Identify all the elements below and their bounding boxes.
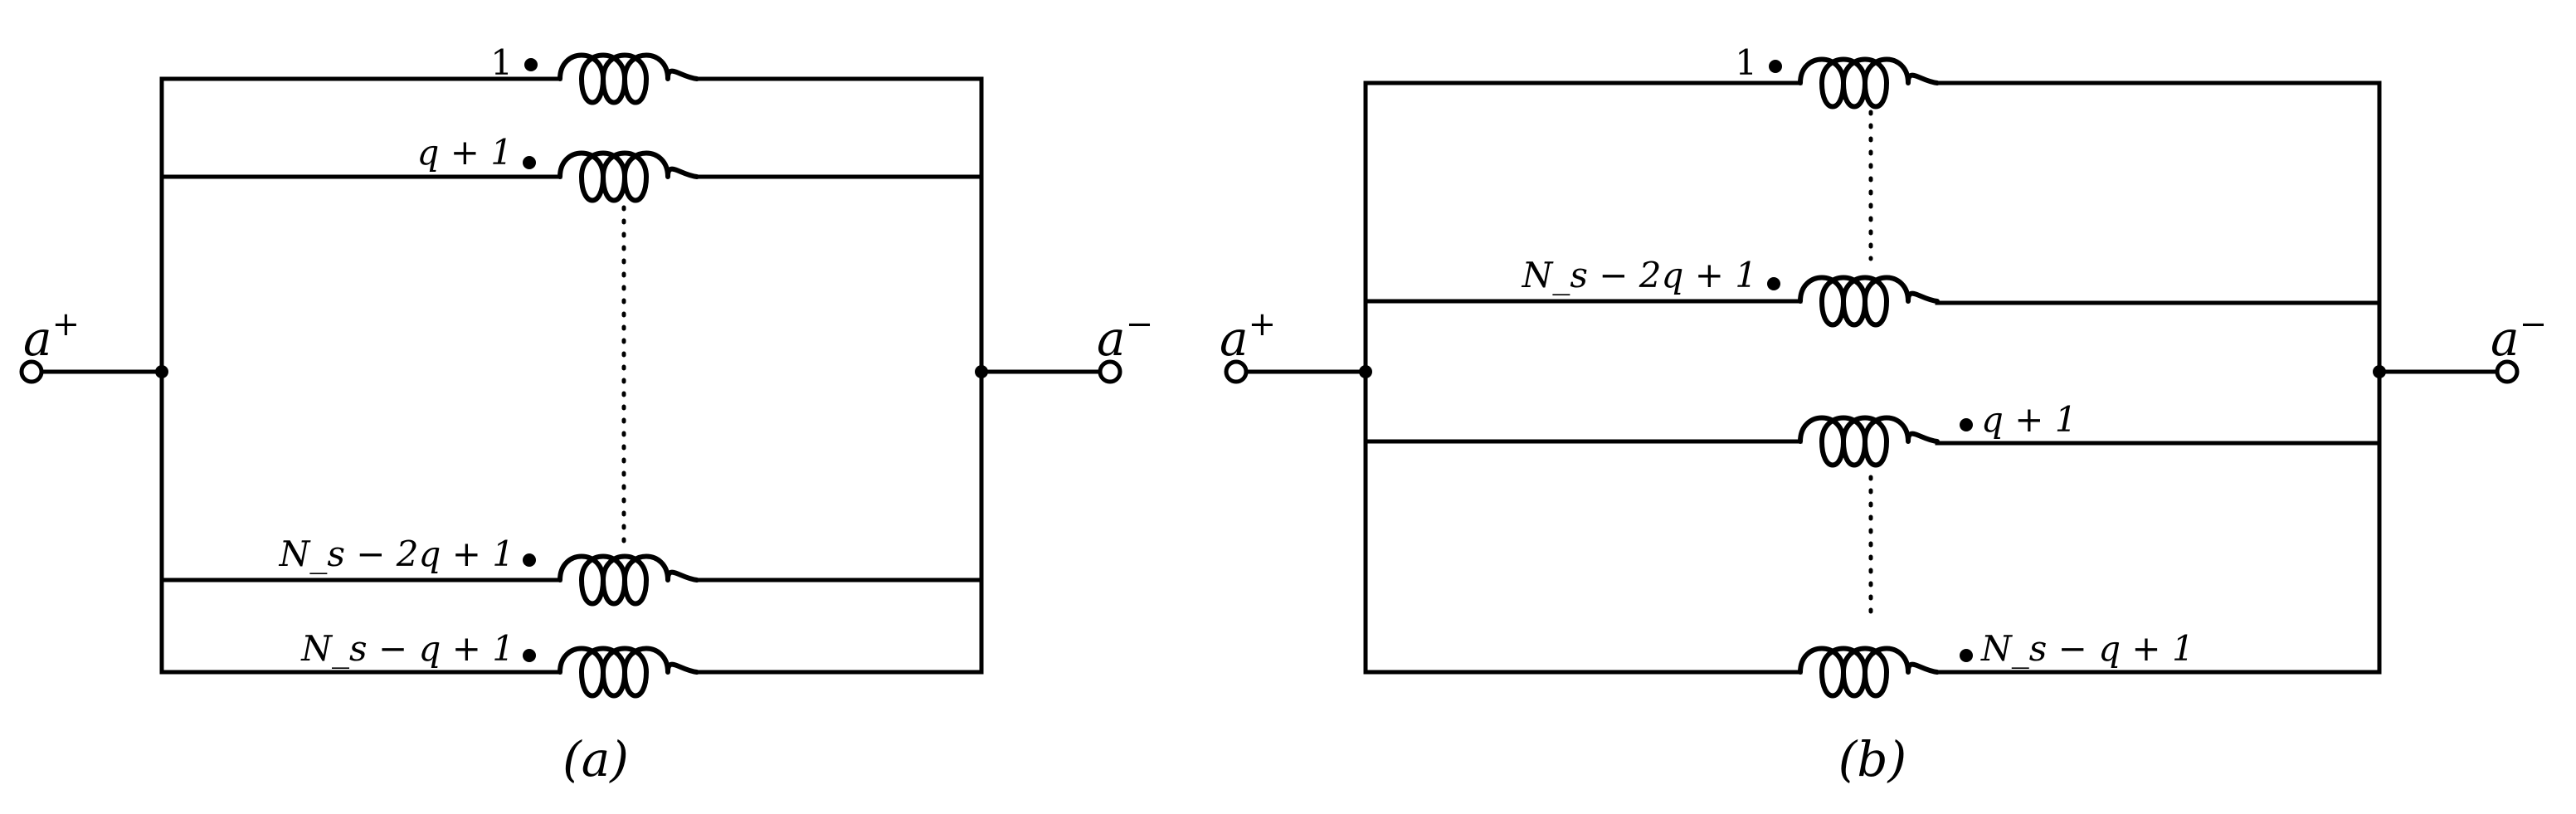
panel-caption: (b) <box>1838 731 1906 787</box>
panel-a: 1 q + 1 N_s − 2q + 1 N_s − q + 1 <box>19 42 1153 787</box>
polarity-dot <box>523 553 536 567</box>
terminal-label-a-plus: a+ <box>23 305 80 367</box>
winding-branch: N_s − 2q + 1 <box>1363 255 2382 328</box>
panel-b: 1 N_s − 2q + 1 q + 1 N_s − q <box>1220 42 2547 787</box>
polarity-dot <box>523 649 536 662</box>
inductor-coil <box>558 150 699 203</box>
winding-label: N_s − 2q + 1 <box>1522 255 1757 295</box>
winding-label: q + 1 <box>417 132 514 173</box>
terminal-label-a-minus: a− <box>1097 305 1153 367</box>
winding-branch: N_s − q + 1 <box>1363 628 2382 699</box>
polarity-dot <box>523 156 536 169</box>
winding-branch: q + 1 <box>159 132 984 203</box>
winding-branch: N_s − 2q + 1 <box>159 534 984 607</box>
winding-label: 1 <box>1735 42 1757 83</box>
inductor-coil <box>1798 415 1940 468</box>
polarity-dot <box>1960 418 1973 431</box>
terminal-a-minus <box>2495 359 2520 384</box>
winding-branch: q + 1 <box>1363 399 2382 468</box>
winding-branch: N_s − q + 1 <box>159 628 984 699</box>
terminal-label-a-minus: a− <box>2491 305 2547 367</box>
winding-branch: 1 <box>1363 42 2382 110</box>
winding-label: N_s − q + 1 <box>300 628 514 669</box>
inductor-coil <box>558 646 699 699</box>
polarity-dot <box>524 58 538 71</box>
winding-label: 1 <box>490 42 513 83</box>
winding-label: q + 1 <box>1981 399 2077 440</box>
inductor-coil <box>558 553 699 607</box>
polarity-dot <box>1767 277 1780 290</box>
winding-branch: 1 <box>159 42 984 105</box>
inductor-coil <box>1798 646 1940 699</box>
winding-label: N_s − q + 1 <box>1980 628 2194 669</box>
polarity-dot <box>1960 649 1973 662</box>
inductor-coil <box>1798 56 1940 110</box>
polarity-dot <box>1769 60 1782 73</box>
terminal-label-a-plus: a+ <box>1220 305 1276 367</box>
winding-label: N_s − 2q + 1 <box>279 534 514 574</box>
terminal-a-minus <box>1098 359 1122 384</box>
inductor-coil <box>558 52 699 105</box>
inductor-coil <box>1798 275 1940 328</box>
panel-caption: (a) <box>562 731 629 787</box>
